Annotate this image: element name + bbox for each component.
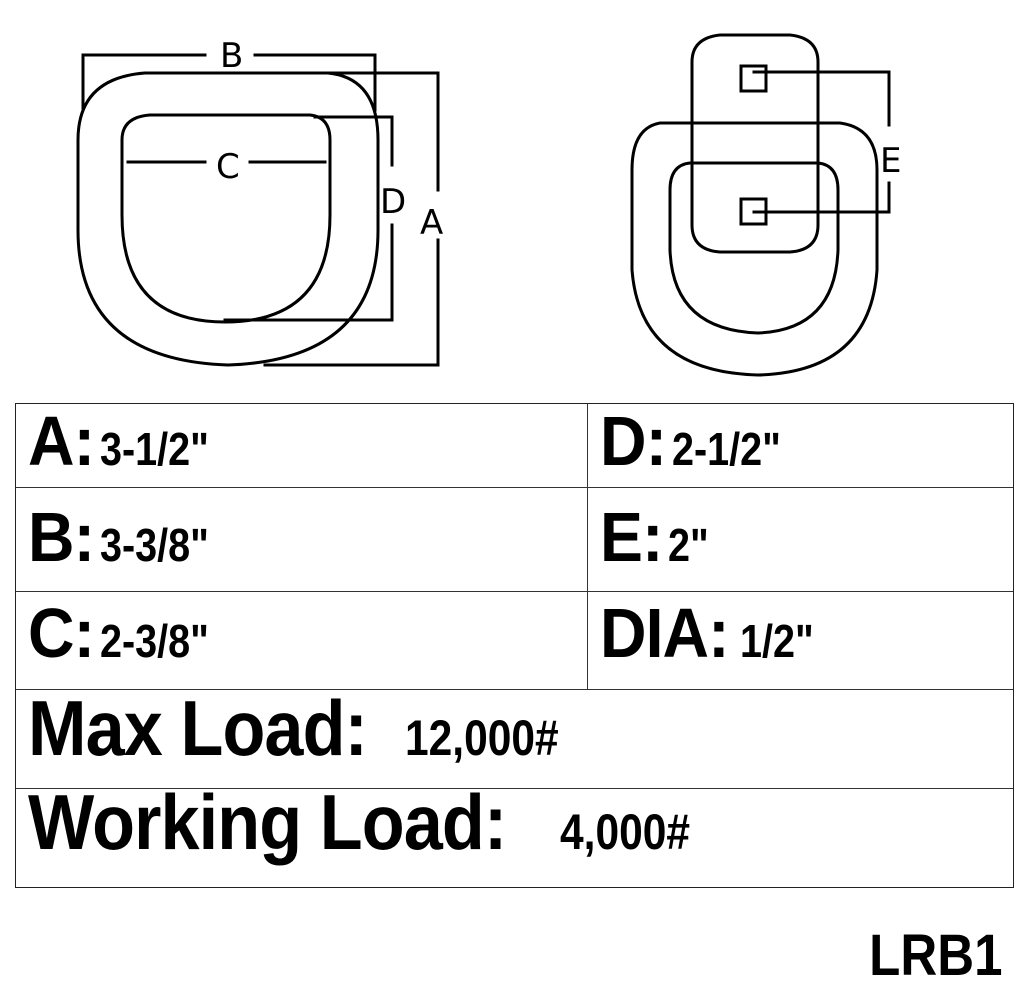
max-load-label: Max Load:	[28, 690, 368, 772]
spec-row: B: 3-3/8" E: 2"	[16, 487, 1013, 591]
max-load-value: 12,000#	[404, 710, 559, 766]
max-load-cell: Max Load: 12,000#	[16, 690, 1013, 788]
working-load-value: 4,000#	[559, 804, 690, 860]
side-view-d-ring	[630, 33, 891, 377]
working-load-cell: Working Load: 4,000#	[16, 789, 1013, 886]
spec-value: 3-1/2"	[99, 423, 209, 475]
spec-cell-dia: DIA: 1/2"	[587, 592, 1013, 689]
spec-label: B:	[28, 498, 95, 576]
spec-value: 3-3/8"	[99, 519, 209, 571]
dim-label-b: B	[220, 36, 243, 76]
working-load-label: Working Load:	[28, 789, 507, 866]
spec-value: 2-1/2"	[671, 423, 781, 475]
spec-value: 2"	[668, 519, 709, 571]
spec-cell-c: C: 2-3/8"	[16, 592, 587, 689]
spec-value: 2-3/8"	[99, 615, 209, 667]
spec-row: A: 3-1/2" D: 2-1/2"	[16, 404, 1013, 487]
spec-label: E:	[600, 498, 663, 576]
spec-value: 1/2"	[739, 615, 814, 667]
spec-row: C: 2-3/8" DIA: 1/2"	[16, 591, 1013, 689]
spec-cell-a: A: 3-1/2"	[16, 404, 587, 487]
dim-label-c: C	[216, 147, 240, 187]
max-load-row: Max Load: 12,000#	[16, 689, 1013, 788]
spec-label: DIA:	[600, 594, 730, 672]
spec-cell-b: B: 3-3/8"	[16, 488, 587, 591]
spec-label: D:	[600, 404, 667, 480]
spec-cell-e: E: 2"	[587, 488, 1013, 591]
model-number: LRB1	[868, 923, 1002, 988]
spec-cell-d: D: 2-1/2"	[587, 404, 1013, 487]
working-load-row: Working Load: 4,000#	[16, 788, 1013, 886]
front-view-d-ring	[76, 53, 440, 367]
spec-label: A:	[28, 404, 95, 480]
dim-label-a: A	[420, 203, 443, 243]
dim-label-e: E	[880, 141, 901, 181]
d-ring-technical-drawing: B C D A E	[76, 33, 901, 377]
dim-label-d: D	[380, 182, 406, 222]
specifications-table: A: 3-1/2" D: 2-1/2" B: 3-3/8" E: 2"	[15, 403, 1014, 888]
spec-label: C:	[28, 594, 95, 672]
